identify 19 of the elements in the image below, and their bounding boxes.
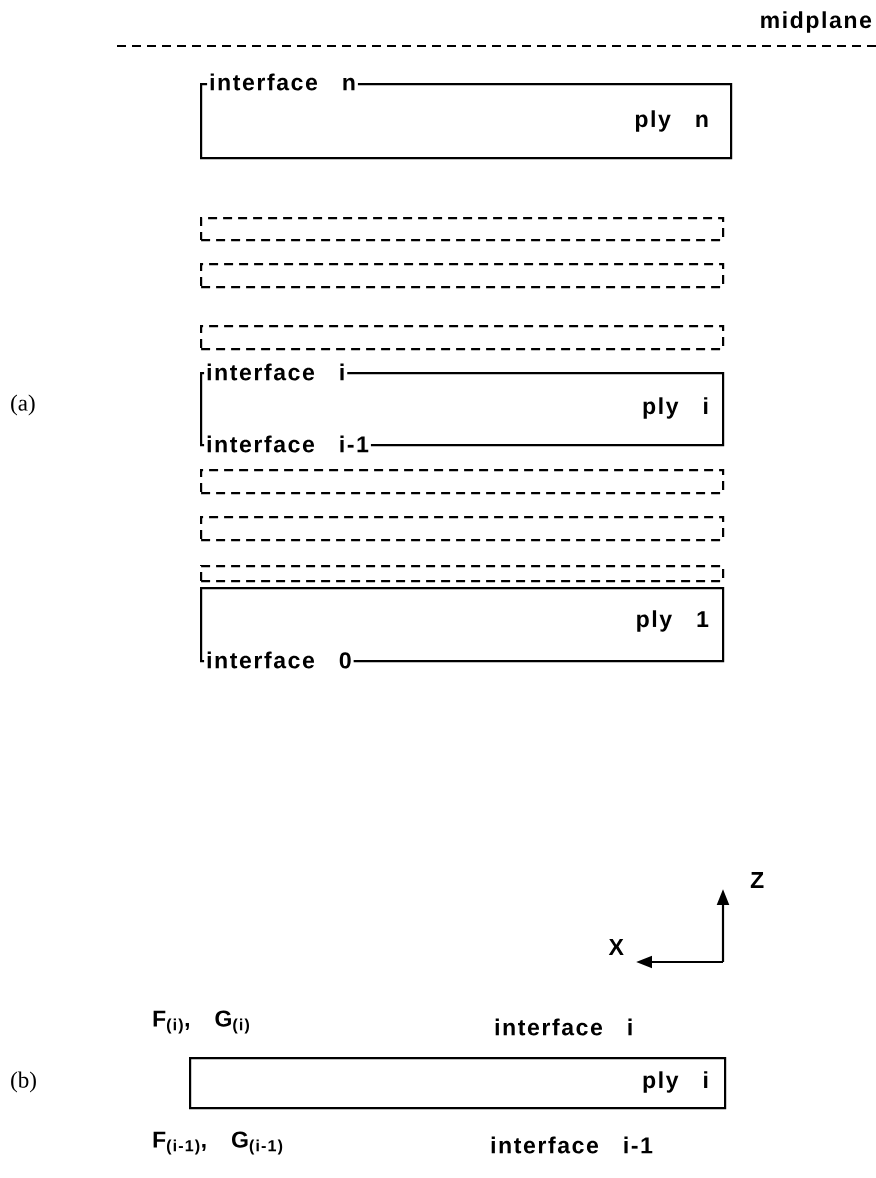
panel-label: (b) [11, 1071, 36, 1093]
dashed-box [200, 565, 725, 583]
dashed-box [200, 217, 725, 242]
axis-label: Z [750, 872, 764, 888]
dashed-box [200, 469, 725, 495]
interface-label: interface i [495, 1018, 632, 1036]
axis-label: X [608, 939, 624, 955]
ply-box: ply 1 interface 0 [200, 587, 725, 671]
interface-label: interface i-1 [491, 1136, 653, 1154]
panel-label: (a) [11, 394, 35, 416]
dashed-box [200, 263, 725, 289]
ply-box: interface i ply i interface i-1 [200, 361, 725, 455]
midplane-label: midplane [761, 11, 872, 33]
interface-label: F$_{(i)}$, G$_{(i)}$ [153, 1010, 249, 1034]
ply-box: ply i [189, 1057, 727, 1110]
dashed-box [200, 325, 725, 351]
dashed-box [200, 516, 725, 542]
ply-box: interface n ply n [200, 71, 733, 160]
interface-label: F$_{(i-1)}$, G$_{(i-1)}$ [153, 1131, 283, 1155]
